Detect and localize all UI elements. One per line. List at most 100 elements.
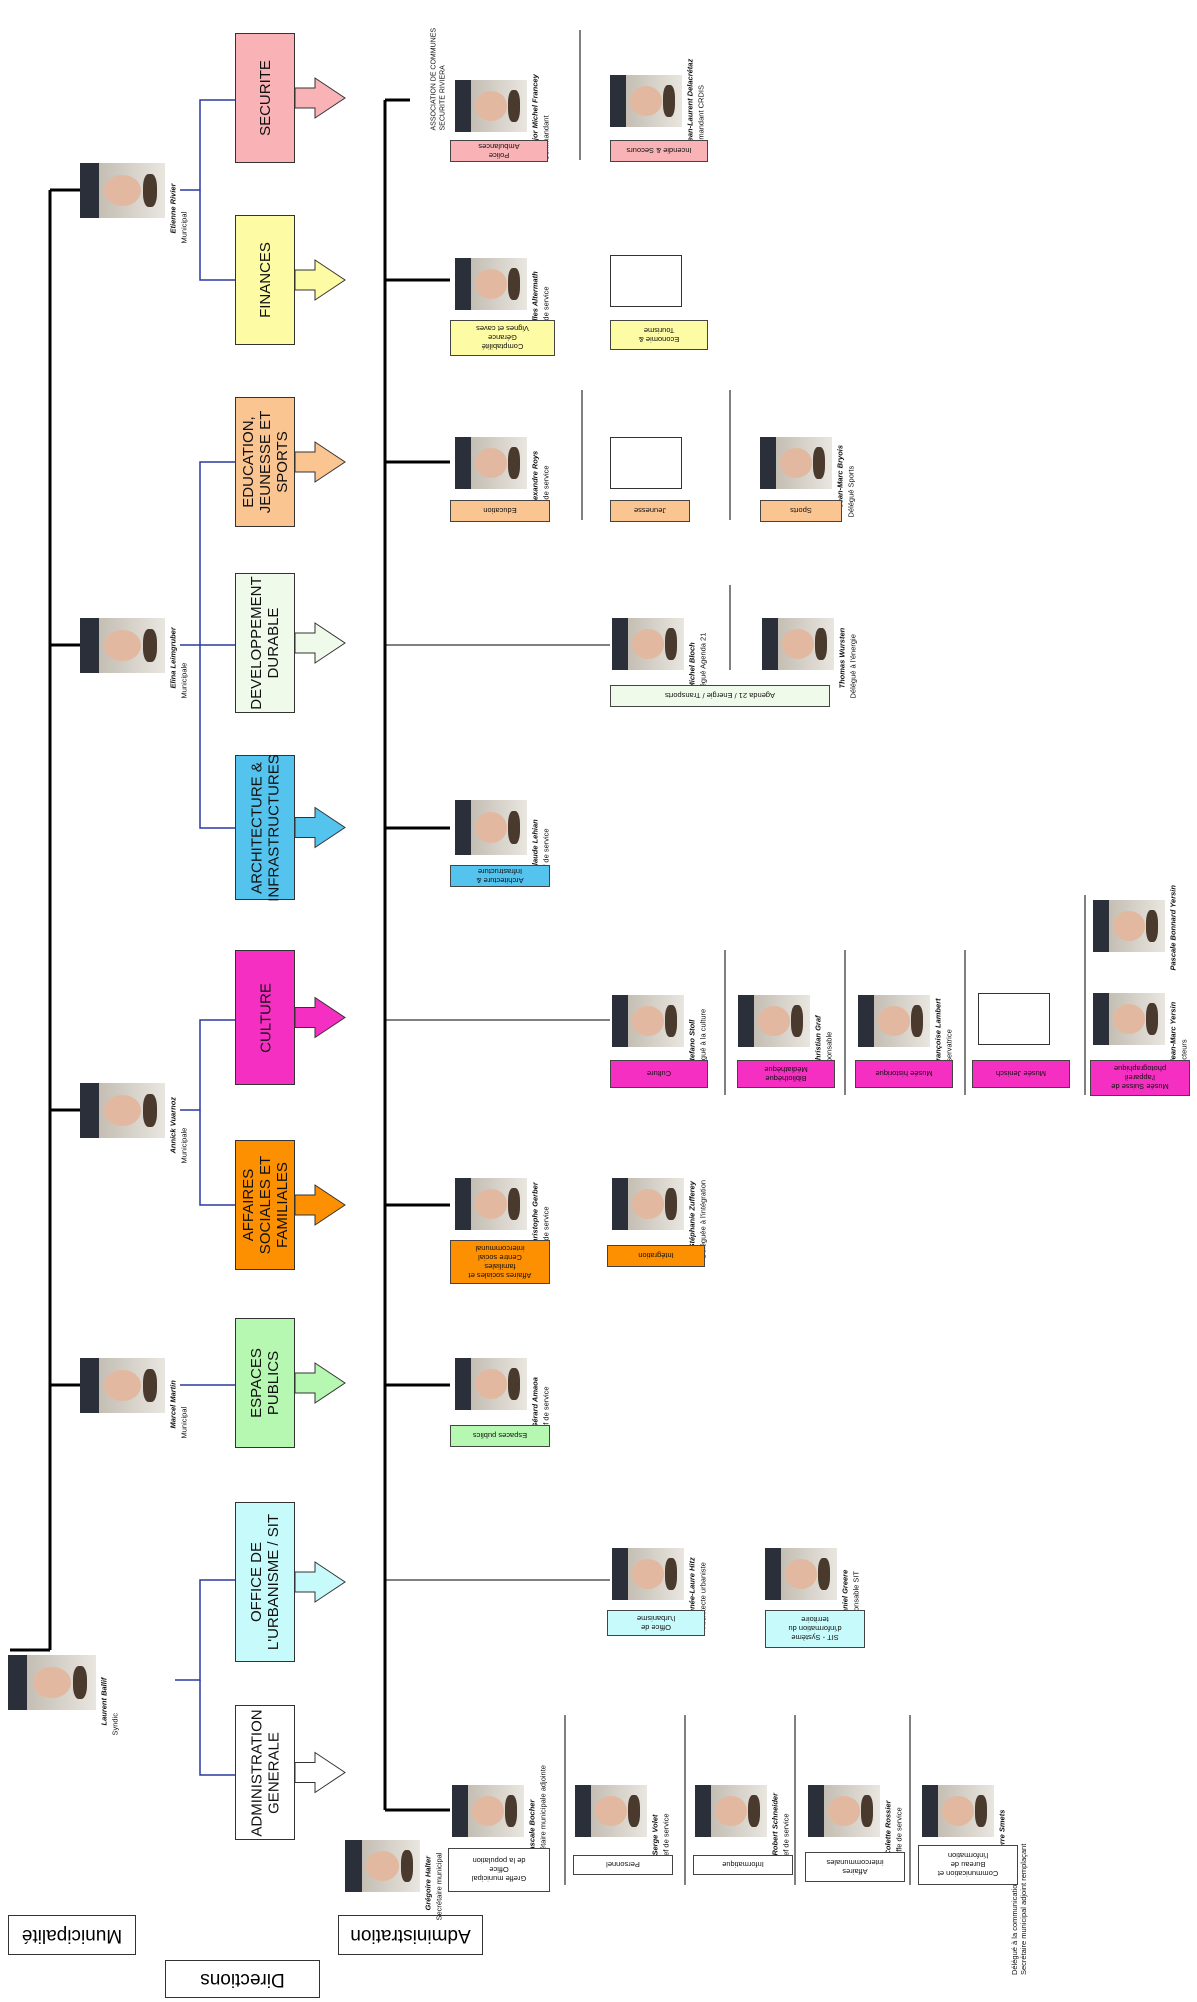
direction-arrow [294,1561,346,1603]
portrait-photo [575,1785,647,1837]
person-role: Municipal [179,211,188,243]
person-role: Syndic [110,1712,119,1735]
direction-arrow [294,806,346,849]
unit-box: Comptabilité Gérance Vignes et caves [450,320,555,356]
portrait-photo [452,1785,524,1837]
person-name: Colette Rossier [883,1799,892,1855]
direction-label: EDUCATION, JEUNESSE ET SPORTS [239,410,291,514]
portrait-photo [80,163,165,218]
portrait-photo [612,995,684,1047]
portrait-photo [455,258,527,310]
portrait-photo [762,618,834,670]
direction-label: DEVELOPPEMENT DURABLE [248,576,282,710]
person-name: Françoise Lambert [933,997,942,1065]
portrait-photo [345,1840,420,1892]
person-name: Annick Vuarnoz [168,1096,177,1153]
direction-box: OFFICE DE L'URBANISME / SIT [235,1502,295,1662]
direction-label: FINANCES [256,242,274,318]
unit-box: Musée historique [855,1060,953,1088]
unit-box: Police Ambulances [450,140,548,162]
person-name: Marcel Martin [168,1379,177,1428]
unit-label: Culture [646,1069,672,1079]
unit-box: Incendie & Secours [610,140,708,162]
empty-photo-placeholder [610,437,682,489]
portrait-photo [455,800,527,855]
unit-label: Affaires sociales et familiales Centre s… [468,1244,532,1280]
direction-box: CULTURE [235,950,295,1085]
person-name: Stefano Stoll [687,1019,696,1065]
person-name: Major Michel Francey [530,73,539,150]
person-name: Laurent Ballif [99,1677,108,1725]
portrait-photo [808,1785,880,1837]
legend-municipalite: Municipalité [21,1925,123,1946]
unit-label: SIT - Système d'information du territoir… [788,1615,842,1643]
person-name: Pascale Bocher [527,1799,536,1855]
direction-arrow [294,1751,346,1794]
direction-box: EDUCATION, JEUNESSE ET SPORTS [235,397,295,527]
person-name: Daniel Greere [840,1569,849,1618]
person-name: Christian Graf [813,1014,822,1065]
unit-label: Bibliothèque Médiathèque [764,1065,808,1083]
person-role: Secrétaire municipal [434,1852,443,1920]
unit-box: Office de l'urbanisme [607,1610,705,1636]
person-name: Gilles Altermath [530,270,539,328]
unit-box: Sports [760,500,842,522]
unit-label: Comptabilité Gérance Vignes et caves [476,324,529,352]
direction-box: ADMINISTRATION GENERALE [235,1705,295,1840]
person-role [1178,890,1189,980]
person-name: Michel Bloch [687,641,696,688]
empty-photo-placeholder [978,993,1050,1045]
direction-box: ESPACES PUBLICS [235,1318,295,1448]
person-name: Pierre Smets [997,1809,1006,1855]
person-name: Robert Schneider [770,1792,779,1855]
person-role: Municipal [179,1406,188,1438]
unit-label: Incendie & Secours [626,146,692,156]
direction-box: ARCHITECTURE & INFRASTRUCTURES [235,753,295,902]
person-name: Claude Lehian [530,818,539,870]
legend-municipalite-box: Municipalité [8,1915,136,1955]
unit-label: Architecture & Infrastructure [476,867,524,885]
unit-box: Bibliothèque Médiathèque [737,1060,835,1088]
unit-label: Office de l'urbanisme [636,1614,676,1632]
person-role: Chef de service [661,1812,670,1865]
portrait-photo [610,75,682,127]
direction-arrow [294,259,346,301]
unit-label: Musée Jenisch [995,1069,1047,1079]
person-name: Gérard Amaoa [530,1376,539,1428]
legend-directions-box: Directions [165,1960,320,1998]
unit-label: Musée Suisse de l'appareil photographiqu… [1111,1064,1169,1092]
direction-arrow [294,77,346,119]
unit-label: Communication et Bureau de l'information [937,1851,999,1879]
person-name: Stéphanie Zufferey [687,1180,696,1248]
person-name: Etienne Rivier [168,182,177,233]
direction-arrow [294,1362,346,1404]
legend-directions: Directions [200,1969,285,1990]
person-name: Alexandre Roys [530,450,539,507]
direction-box: AFFAIRES SOCIALES ET FAMILIALES [235,1140,295,1270]
unit-label: Agenda 21 / Energie / Transports [664,691,776,701]
unit-box: Espaces publics [450,1425,550,1447]
direction-arrow [294,441,346,483]
direction-label: ARCHITECTURE & INFRASTRUCTURES [248,753,282,902]
unit-box: Jeunesse [610,500,690,522]
person-role: Délégué à l'énergie [848,633,857,698]
person-name: Serge Volet [650,1814,659,1855]
person-name: Christophe Gerber [530,1181,539,1248]
direction-arrow [294,996,346,1039]
portrait-photo [8,1655,96,1710]
unit-box: Economie & Tourisme [610,320,708,350]
person-name: Jean-Laurent Delacrétaz [685,58,694,145]
unit-label: Greffe municipal Office de la population [471,1856,527,1884]
person-name: Thomas Wursten [837,627,846,688]
person-name: Jean-Marc Bryois [835,444,844,507]
portrait-photo [612,1178,684,1230]
unit-label: Affaires intercommunales [826,1858,884,1876]
portrait-photo [738,995,810,1047]
portrait-photo [858,995,930,1047]
unit-box: Affaires intercommunales [805,1852,905,1882]
portrait-photo [695,1785,767,1837]
direction-label: OFFICE DE L'URBANISME / SIT [248,1513,282,1651]
direction-arrow [294,1184,346,1226]
